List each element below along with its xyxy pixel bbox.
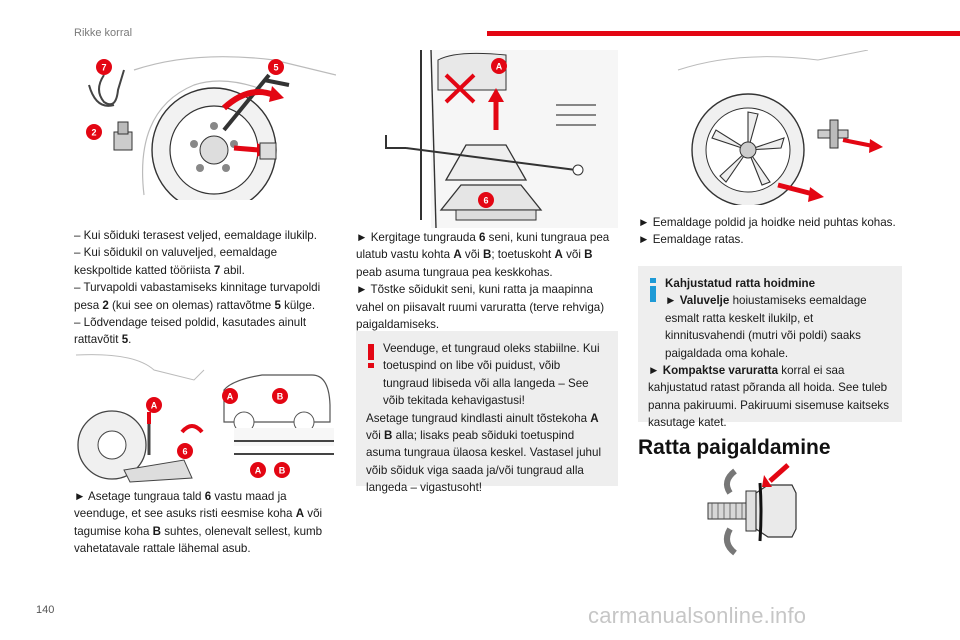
callout-6-label-2: 6: [483, 196, 488, 206]
figure-remove-wheel: [638, 50, 900, 205]
callout-a-label-4: A: [496, 62, 503, 72]
callout-7-marker: [96, 59, 112, 75]
figure-wheel-bolts: 7 5 2: [74, 50, 336, 200]
callout-b-marker-2: [274, 462, 290, 478]
warning-exclamation-icon: [368, 344, 374, 368]
callout-2-marker: [86, 124, 102, 140]
col1-instructions: – Kui sõiduki terasest veljed, eemaldage…: [74, 229, 321, 347]
callout-a-label-2: A: [227, 392, 234, 402]
callout-6-marker-2: [478, 192, 494, 208]
callout-a-marker-3: [250, 462, 266, 478]
callout-6-label: 6: [182, 447, 187, 457]
callout-5-label: 5: [273, 63, 278, 73]
figure-jack-lifting: A 6: [356, 50, 618, 228]
section-title-ratta-paigaldamine: Ratta paigaldamine: [638, 436, 831, 459]
figure-wheel-bolt-detail: [700, 463, 810, 559]
col1-jack-instructions: ► Asetage tungraua tald 6 vastu maad ja …: [74, 490, 323, 556]
callout-a-marker-4: [491, 58, 507, 74]
page-number: 140: [36, 604, 55, 616]
callout-a-marker-1: [146, 397, 162, 413]
page-header-title: Rikke korral: [74, 27, 133, 39]
warning-callout: Veenduge, et tungraud oleks stabiilne. K…: [356, 331, 618, 494]
callout-7-label: 7: [101, 63, 106, 73]
info-title: Kahjustatud ratta hoidmine: [665, 277, 816, 290]
col3-instructions: ► Eemaldage poldid ja hoidke neid puhtas…: [638, 216, 896, 247]
callout-a-marker-2: [222, 388, 238, 404]
callout-a-label-1: A: [151, 401, 158, 411]
callout-b-marker-1: [272, 388, 288, 404]
header-accent-bar: [487, 31, 960, 36]
watermark: carmanualsonline.info: [588, 603, 807, 628]
figure-jack-points: A B A 6 A B: [74, 350, 336, 485]
callout-6-marker: [177, 443, 193, 459]
col2-instructions: ► Kergitage tungrauda 6 seni, kuni tungr…: [356, 231, 610, 332]
warning-text-1: Veenduge, et tungraud oleks stabiilne. K…: [383, 342, 600, 408]
callout-5-marker: [268, 59, 284, 75]
callout-b-label-2: B: [279, 466, 286, 476]
callout-2-label: 2: [91, 128, 96, 138]
info-icon: [650, 278, 656, 302]
warning-text-2: Asetage tungraud kindlasti ainult tõstek…: [366, 411, 602, 495]
info-callout: Kahjustatud ratta hoidmine ► Valuvelje h…: [638, 266, 902, 429]
callout-b-label-1: B: [277, 392, 284, 402]
callout-a-label-3: A: [255, 466, 262, 476]
